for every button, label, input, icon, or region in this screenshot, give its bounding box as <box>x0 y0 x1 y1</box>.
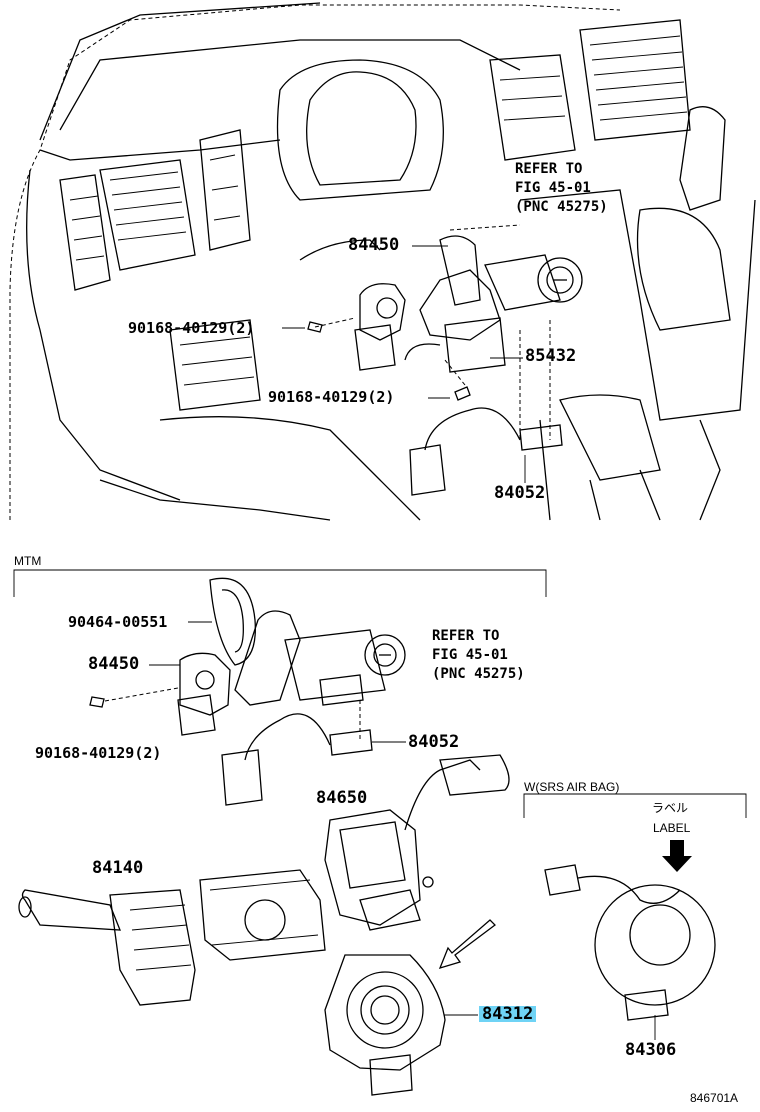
srs-bracket <box>523 793 747 818</box>
top-refer-note: REFER TO FIG 45-01 (PNC 45275) <box>515 160 608 217</box>
part-84450-mtm[interactable]: 84450 <box>88 654 140 674</box>
mtm-bracket <box>13 569 547 597</box>
bracket-middle <box>199 869 326 961</box>
combo-switch-84140 <box>18 889 196 1006</box>
top-leaders <box>282 245 526 483</box>
label-en: LABEL <box>653 821 691 835</box>
part-84450-top[interactable]: 84450 <box>348 235 400 255</box>
part-84052-mtm[interactable]: 84052 <box>408 732 460 752</box>
srs-title: W(SRS AIR BAG) <box>524 780 620 794</box>
label-jp: ラベル <box>652 801 689 815</box>
label-arrow-icon <box>662 840 692 872</box>
top-refer-line3: (PNC 45275) <box>515 199 608 215</box>
mtm-refer-line3: (PNC 45275) <box>432 666 525 682</box>
part-84140[interactable]: 84140 <box>92 858 144 878</box>
part-90464[interactable]: 90464-00551 <box>68 613 168 631</box>
mtm-assembly <box>89 577 406 806</box>
mtm-title: MTM <box>14 554 42 568</box>
figure-id: 846701A <box>690 1091 739 1105</box>
mtm-refer-line2: FIG 45-01 <box>432 647 508 663</box>
part-screw-top-a[interactable]: 90168-40129(2) <box>128 319 255 337</box>
combo-switch-84650 <box>324 754 510 931</box>
part-84312-highlighted[interactable]: 84312 <box>479 1006 537 1023</box>
dashboard-outline <box>9 2 756 521</box>
spiral-cable-84306 <box>544 864 716 1040</box>
part-84052-top[interactable]: 84052 <box>494 483 546 503</box>
spiral-cable-84312 <box>324 954 478 1096</box>
ignition-switch-top <box>307 235 583 496</box>
top-refer-line1: REFER TO <box>515 161 583 177</box>
mtm-refer-line1: REFER TO <box>432 628 500 644</box>
arrow-down-left <box>438 919 496 970</box>
part-85432[interactable]: 85432 <box>525 346 577 366</box>
mtm-refer-note: REFER TO FIG 45-01 (PNC 45275) <box>432 627 525 684</box>
part-84306[interactable]: 84306 <box>625 1040 677 1060</box>
top-refer-line2: FIG 45-01 <box>515 180 591 196</box>
part-84650[interactable]: 84650 <box>316 788 368 808</box>
part-screw-mtm[interactable]: 90168-40129(2) <box>35 744 162 762</box>
part-screw-top-b[interactable]: 90168-40129(2) <box>268 388 395 406</box>
